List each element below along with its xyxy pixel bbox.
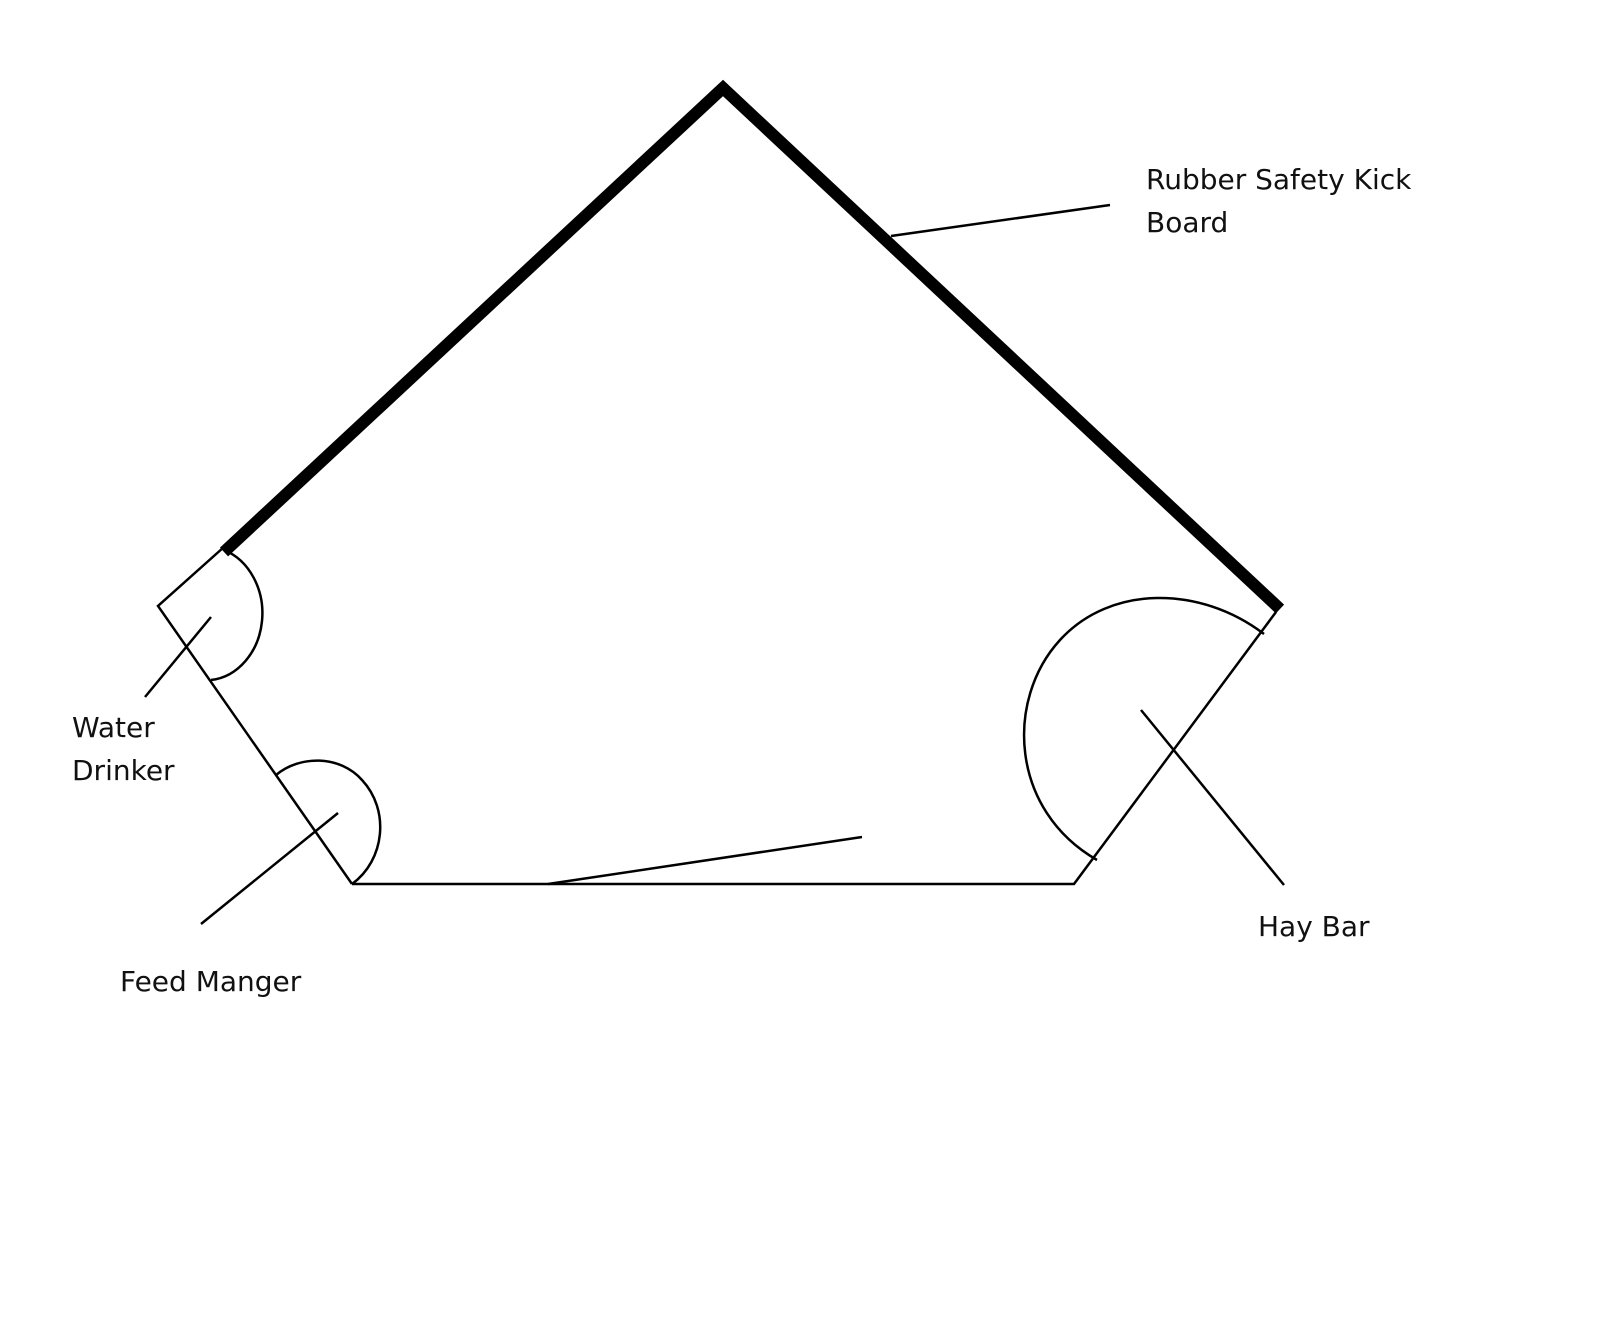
- label-water-drinker-line-1: Water: [72, 711, 155, 744]
- water-drinker-shape: [210, 548, 264, 682]
- label-feed-manger-line-1: Feed Manger: [120, 965, 302, 998]
- stall-wall-bottom: [352, 611, 1278, 886]
- label-hay-bar: Hay Bar: [1258, 905, 1370, 948]
- label-kick-board-line-1: Rubber Safety Kick: [1146, 163, 1412, 196]
- stall-wall-left: [156, 546, 354, 885]
- label-water-drinker: Water Drinker: [72, 706, 175, 792]
- hay-bar-shape: [1022, 596, 1265, 862]
- label-water-drinker-line-2: Drinker: [72, 754, 175, 787]
- label-feed-manger: Feed Manger: [120, 960, 301, 1003]
- floor-line: [547, 835, 863, 886]
- leader-line-hay-bar: [1140, 709, 1285, 886]
- label-kick-board-line-2: Board: [1146, 206, 1229, 239]
- leader-line-kick-board: [890, 203, 1111, 238]
- feed-manger-shape: [275, 759, 382, 886]
- label-kick-board: Rubber Safety Kick Board: [1146, 158, 1411, 244]
- leader-line-feed-manger: [200, 812, 339, 925]
- rubber-kick-board: [219, 79, 1285, 614]
- leader-line-water-drinker: [144, 616, 212, 698]
- label-hay-bar-line-1: Hay Bar: [1258, 910, 1370, 943]
